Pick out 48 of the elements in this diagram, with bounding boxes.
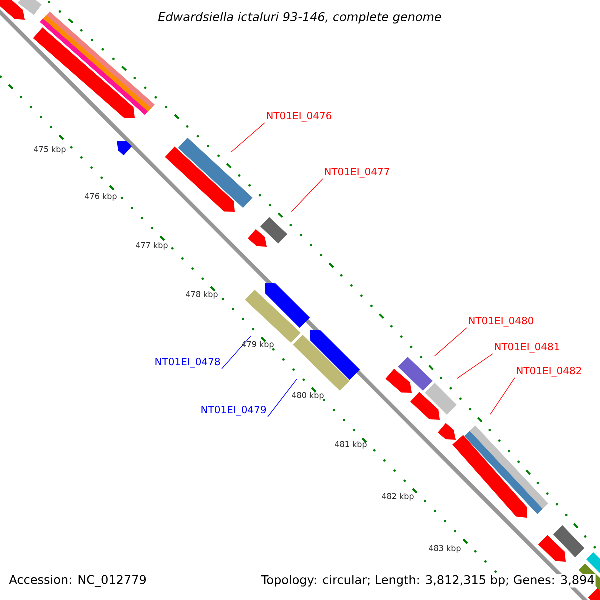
gene-bar <box>425 383 457 415</box>
tick-label: 483 kbp <box>429 545 461 553</box>
gene-bar <box>260 217 288 244</box>
leader-line <box>456 354 494 380</box>
gene-feature <box>410 392 440 420</box>
gene-label: NT01EI_0477 <box>325 168 390 178</box>
gene-bar <box>40 12 155 116</box>
tick-label: 481 kbp <box>335 441 367 449</box>
gene-label: NT01EI_0480 <box>469 317 534 327</box>
tick-label: 478 kbp <box>186 291 218 299</box>
gene-feature <box>265 283 310 328</box>
gene-feature <box>452 435 528 518</box>
gene-label: NT01EI_0478 <box>156 358 220 368</box>
gene-bar <box>293 334 350 392</box>
leader-line <box>231 122 266 153</box>
gene-feature <box>165 146 235 212</box>
gene-label: NT01EI_0476 <box>267 112 332 122</box>
title: Edwardsiella ictaluri 93-146, complete genome <box>157 11 443 25</box>
tick-label: 476 kbp <box>85 193 117 201</box>
gene-bar <box>553 526 585 558</box>
gene-feature <box>33 28 135 118</box>
gene-feature <box>538 535 566 562</box>
gene-feature <box>117 141 132 156</box>
gene-feature <box>386 369 412 393</box>
gene-feature <box>438 423 456 440</box>
gene-bar <box>586 552 600 576</box>
leader-line <box>490 378 516 415</box>
gene-label: NT01EI_0479 <box>202 406 266 416</box>
accession-text: Accession: NC_012779 <box>8 574 148 588</box>
tick-label: 480 kbp <box>292 392 324 400</box>
leader-line <box>434 328 468 357</box>
genome-summary-text: Topology: circular; Length: 3,812,315 bp; Genes: 3,894 <box>260 574 596 588</box>
gene-bar <box>178 138 253 208</box>
gene-bar <box>464 426 548 514</box>
tick-label: 475 kbp <box>34 146 66 154</box>
gene-feature <box>310 330 360 380</box>
tick-label: 482 kbp <box>382 493 414 501</box>
gene-label: NT01EI_0482 <box>517 367 582 377</box>
leader-line <box>222 336 252 370</box>
tick-label: 477 kbp <box>136 242 168 250</box>
gene-bar <box>18 0 42 16</box>
gene-bar <box>398 356 433 392</box>
gene-feature <box>248 229 267 247</box>
gene-feature <box>0 0 25 20</box>
gene-feature <box>588 588 600 600</box>
gene-label: NT01EI_0481 <box>495 343 560 353</box>
leader-line <box>291 178 324 212</box>
leader-line <box>268 379 298 418</box>
